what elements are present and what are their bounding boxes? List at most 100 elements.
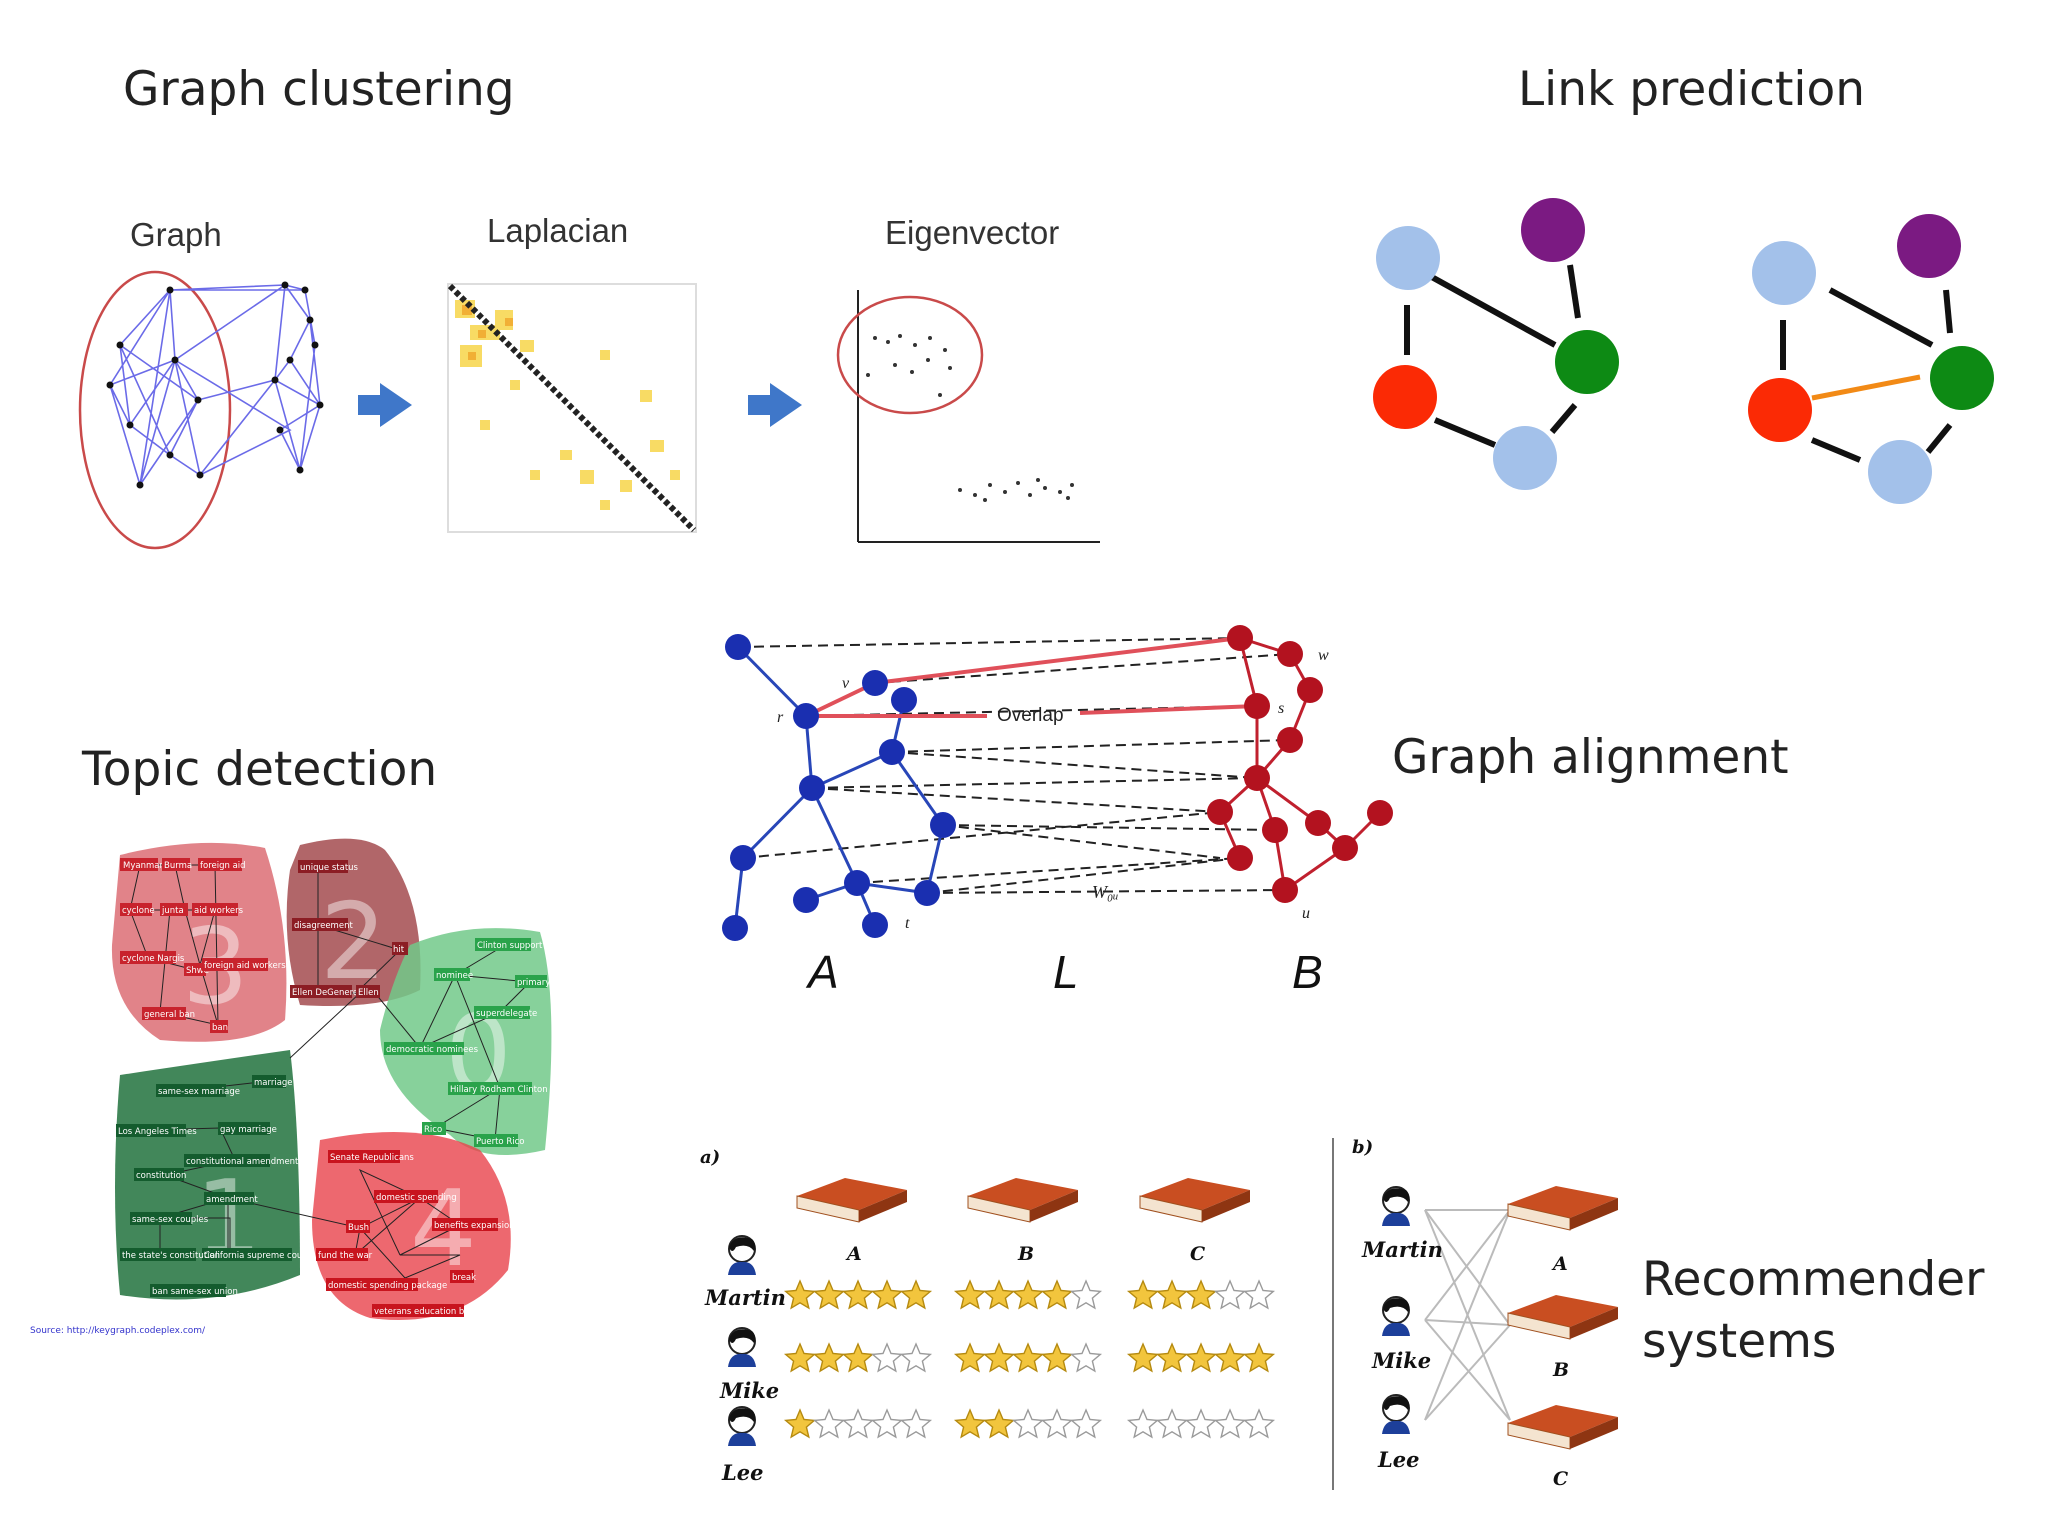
star-empty-icon (1155, 1408, 1189, 1439)
rating-stars (783, 1279, 1276, 1439)
star-filled-icon (1213, 1342, 1247, 1373)
star-empty-icon (1213, 1408, 1247, 1439)
book-a (796, 1177, 908, 1223)
svg-text:Senate Republicans: Senate Republicans (330, 1153, 414, 1163)
svg-text:gay marriage: gay marriage (220, 1125, 277, 1135)
svg-text:marriage: marriage (254, 1078, 293, 1088)
svg-text:fund the war: fund the war (318, 1251, 373, 1261)
svg-text:Los Angeles Times: Los Angeles Times (118, 1127, 197, 1137)
recommender-heading-line1: Recommender (1642, 1252, 1985, 1307)
svg-text:democratic nominees: democratic nominees (386, 1045, 479, 1055)
user-icon (1381, 1186, 1411, 1227)
star-empty-icon (1069, 1279, 1103, 1310)
topic-cluster-0 (380, 928, 552, 1155)
svg-text:veterans education benefits: veterans education benefits (374, 1307, 494, 1317)
node-purple (1521, 198, 1585, 262)
star-empty-icon (1069, 1408, 1103, 1439)
svg-text:nominee: nominee (436, 971, 473, 981)
overlap-label: Overlap (997, 705, 1064, 726)
cluster-number: 2 (320, 881, 387, 1003)
node-label-u: u (1302, 905, 1310, 922)
node-label-v: v (842, 675, 850, 692)
panel-b-label: b) (1352, 1137, 1373, 1158)
svg-text:foreign aid workers: foreign aid workers (204, 961, 286, 971)
graph-clustering-heading: Graph clustering (123, 62, 515, 117)
svg-text:Shwe: Shwe (186, 966, 209, 976)
star-filled-icon (1011, 1279, 1045, 1310)
svg-text:Rico: Rico (424, 1125, 442, 1135)
star-filled-icon (870, 1279, 904, 1310)
star-filled-icon (841, 1279, 875, 1310)
b-book-label-b: B (1552, 1359, 1569, 1381)
svg-text:the state's constitution: the state's constitution (122, 1251, 220, 1261)
star-empty-icon (841, 1408, 875, 1439)
clustered-graph (78, 270, 324, 550)
node-light-blue (1376, 226, 1440, 290)
star-empty-icon (870, 1408, 904, 1439)
star-filled-icon (783, 1342, 817, 1373)
svg-text:California supreme court: California supreme court (204, 1251, 310, 1261)
user-icon (727, 1406, 757, 1447)
user-label-martin: Martin (704, 1285, 786, 1310)
book-label-b: B (1017, 1243, 1034, 1265)
laplacian-matrix (447, 283, 697, 533)
cluster2-terms: unique status disagreement hit Ellen DeG… (290, 860, 408, 998)
node-light-blue (1752, 241, 1816, 305)
b-book-label-c: C (1553, 1468, 1568, 1490)
svg-text:domestic spending: domestic spending (376, 1193, 457, 1203)
svg-text:ban same-sex union: ban same-sex union (152, 1287, 238, 1297)
node-light-blue (1493, 426, 1557, 490)
graph-after (1748, 214, 1994, 504)
svg-text:cyclone: cyclone (122, 906, 155, 916)
svg-text:break: break (452, 1273, 476, 1283)
svg-text:domestic spending package: domestic spending package (328, 1281, 447, 1291)
user-icon (727, 1235, 757, 1276)
b-user-label-lee: Lee (1377, 1447, 1420, 1472)
svg-text:unique status: unique status (300, 863, 359, 873)
star-empty-icon (899, 1408, 933, 1439)
graph-before (1373, 198, 1619, 490)
svg-text:Puerto Rico: Puerto Rico (476, 1137, 524, 1147)
star-filled-icon (841, 1342, 875, 1373)
svg-text:benefits expansion: benefits expansion (434, 1221, 515, 1231)
star-filled-icon (1011, 1342, 1045, 1373)
graph-l-label: L (1053, 946, 1079, 998)
topic-detection-heading: Topic detection (82, 742, 438, 797)
eigenvector-label: Eigenvector (885, 214, 1060, 251)
cluster4-terms: Senate Republicans domestic spending Bus… (316, 1150, 515, 1317)
book-label-a: A (845, 1243, 862, 1265)
star-empty-icon (870, 1342, 904, 1373)
user-icon (1381, 1296, 1411, 1337)
topic-cluster-2 (286, 838, 421, 1006)
star-filled-icon (783, 1279, 817, 1310)
user-label-mike: Mike (719, 1378, 779, 1403)
svg-text:same-sex couples: same-sex couples (132, 1215, 209, 1225)
b-user-label-martin: Martin (1361, 1237, 1443, 1262)
graph-b-nodes (1207, 625, 1393, 903)
svg-text:disagreement: disagreement (294, 921, 353, 931)
svg-text:Ellen DeGeneres: Ellen DeGeneres (292, 988, 363, 998)
topic-cluster-1 (115, 1050, 300, 1300)
node-green (1930, 346, 1994, 410)
star-filled-icon (953, 1342, 987, 1373)
star-empty-icon (1011, 1408, 1045, 1439)
star-filled-icon (1155, 1279, 1189, 1310)
star-filled-icon (812, 1279, 846, 1310)
star-empty-icon (812, 1408, 846, 1439)
arrow-right-icon (358, 383, 412, 427)
cluster1-terms: marriage same-sex marriage Los Angeles T… (116, 1075, 310, 1297)
star-filled-icon (982, 1279, 1016, 1310)
star-filled-icon (1242, 1342, 1276, 1373)
svg-text:constitution: constitution (136, 1171, 186, 1181)
star-filled-icon (812, 1342, 846, 1373)
star-filled-icon (1184, 1342, 1218, 1373)
svg-text:junta: junta (161, 906, 184, 916)
star-filled-icon (1126, 1342, 1160, 1373)
star-filled-icon (783, 1408, 817, 1439)
node-purple (1897, 214, 1961, 278)
node-label-r: r (777, 709, 784, 726)
star-filled-icon (1040, 1342, 1074, 1373)
